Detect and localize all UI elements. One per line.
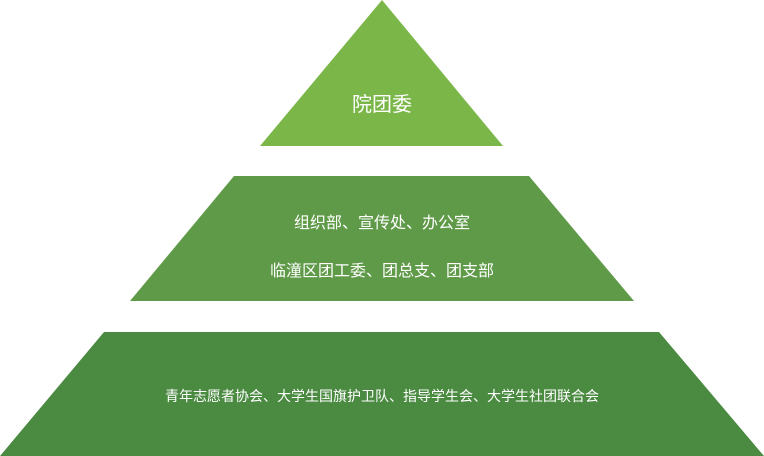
pyramid-bottom-tier — [0, 332, 764, 456]
pyramid-top-tier — [260, 0, 503, 146]
pyramid-middle-tier — [130, 176, 634, 301]
middle-tier-label-2: 临潼区团工委、团总支、团支部 — [269, 261, 494, 280]
bottom-tier-label: 青年志愿者协会、大学生国旗护卫队、指导学生会、大学生社团联合会 — [165, 389, 599, 405]
top-tier-label: 院团委 — [352, 92, 412, 116]
middle-tier-label-1: 组织部、宣传处、办公室 — [293, 213, 470, 232]
